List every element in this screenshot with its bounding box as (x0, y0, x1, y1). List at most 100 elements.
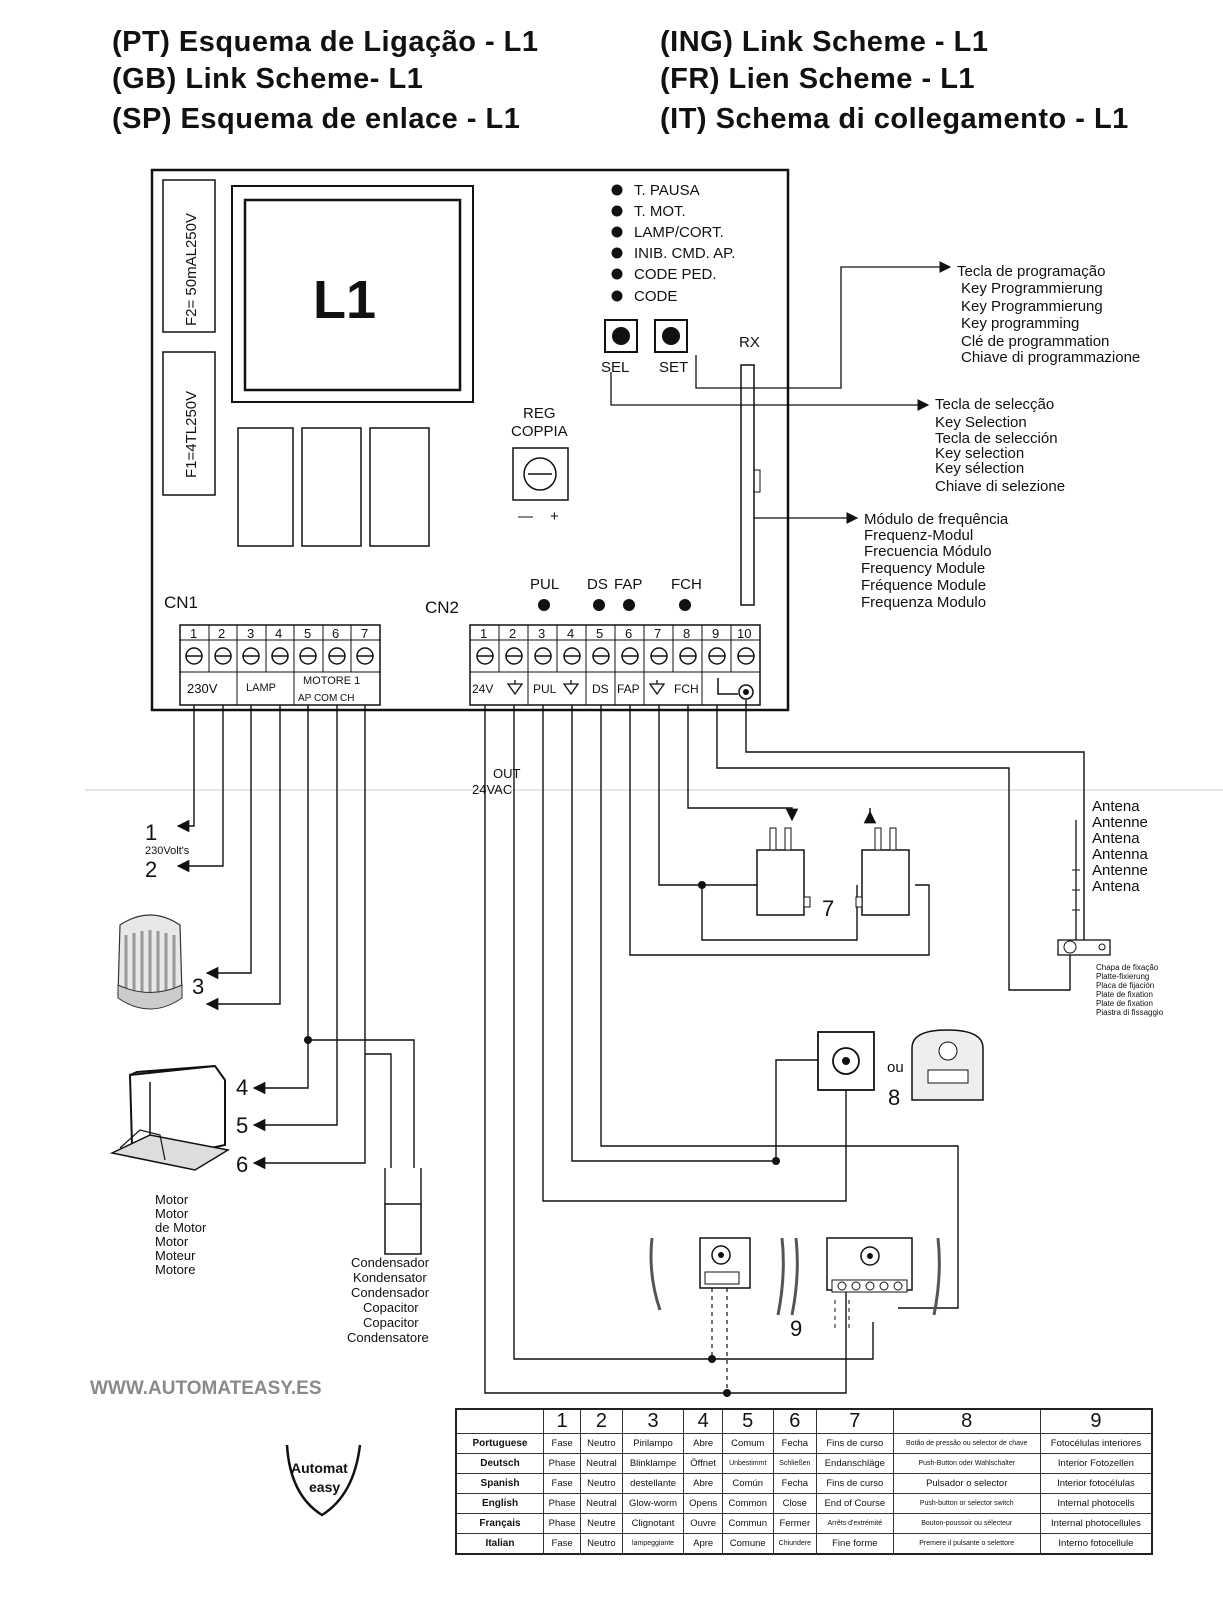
led-pul (538, 599, 550, 611)
svg-text:10: 10 (737, 626, 751, 641)
relay-3 (369, 427, 430, 547)
svg-text:FAP: FAP (614, 576, 642, 593)
svg-text:230Volt's: 230Volt's (145, 845, 190, 857)
svg-text:T. PAUSA: T. PAUSA (634, 182, 700, 199)
svg-text:Frequency Module: Frequency Module (861, 560, 985, 577)
svg-text:Copacitor: Copacitor (363, 1300, 419, 1315)
photocell-transmitter (649, 1237, 799, 1393)
svg-text:FCH: FCH (674, 682, 699, 696)
svg-text:Chiave di selezione: Chiave di selezione (935, 478, 1065, 495)
cn2-terminal-block: 1 2 3 4 5 6 7 8 9 10 24V PUL DS FAP (469, 624, 761, 706)
svg-text:Chiave di programmazione: Chiave di programmazione (961, 349, 1140, 366)
selection-key-callout: Tecla de selecção Key Selection Tecla de… (935, 396, 1065, 495)
motor-label: Motor Motor de Motor Motor Moteur Motore (155, 1192, 207, 1277)
svg-text:de Motor: de Motor (155, 1220, 207, 1235)
svg-text:LAMP/CORT.: LAMP/CORT. (634, 224, 724, 241)
svg-text:PUL: PUL (533, 682, 557, 696)
svg-text:Tecla de programação: Tecla de programação (957, 263, 1105, 280)
svg-text:Key selection: Key selection (935, 445, 1024, 462)
led-fap (623, 599, 635, 611)
svg-text:3: 3 (538, 626, 545, 641)
svg-text:COPPIA: COPPIA (511, 423, 568, 440)
svg-text:8: 8 (888, 1085, 900, 1110)
svg-text:6: 6 (236, 1152, 248, 1177)
svg-text:FAP: FAP (617, 682, 640, 696)
svg-text:Copacitor: Copacitor (363, 1315, 419, 1330)
svg-text:1: 1 (145, 820, 157, 845)
fuse2-label: F2= 50mAL250V (183, 213, 200, 326)
svg-text:230V: 230V (187, 681, 218, 696)
svg-text:Antena: Antena (1092, 830, 1140, 847)
rx-module (740, 364, 755, 606)
svg-text:2: 2 (218, 626, 225, 641)
svg-text:Antenne: Antenne (1092, 814, 1148, 831)
svg-text:8: 8 (683, 626, 690, 641)
cn2-label: CN2 (425, 598, 459, 617)
led-ds (593, 599, 605, 611)
status-led-list: T. PAUSA T. MOT. LAMP/CORT. INIB. CMD. A… (611, 182, 735, 305)
cn1-terminal-block: 1 2 3 4 5 6 7 230V LAMP MOTORE 1 AP COM … (179, 624, 381, 706)
push-button-icon (817, 1031, 875, 1091)
svg-text:Tecla de selecção: Tecla de selecção (935, 396, 1054, 413)
svg-text:Chapa de fixação: Chapa de fixação (1096, 963, 1159, 972)
svg-text:Condensador: Condensador (351, 1255, 430, 1270)
svg-text:Key programming: Key programming (961, 315, 1079, 332)
flashing-lamp-icon (117, 914, 183, 1010)
capacitor-icon (384, 1203, 422, 1255)
svg-text:Platte-fixierung: Platte-fixierung (1096, 972, 1149, 981)
svg-text:7: 7 (361, 626, 368, 641)
automateasy-logo: Automat easy (285, 1444, 362, 1517)
programming-key-callout: Tecla de programação Key Programmierung … (957, 263, 1140, 366)
torque-trimmer (512, 447, 569, 501)
svg-text:4: 4 (567, 626, 574, 641)
svg-text:Módulo de frequência: Módulo de frequência (864, 511, 1009, 528)
svg-text:3: 3 (247, 626, 254, 641)
svg-text:7: 7 (822, 896, 834, 921)
fixing-plate-label: Chapa de fixação Platte-fixierung Placa … (1096, 963, 1164, 1017)
svg-text:6: 6 (332, 626, 339, 641)
svg-text:Moteur: Moteur (155, 1248, 196, 1263)
svg-text:2: 2 (509, 626, 516, 641)
svg-text:Fréquence Module: Fréquence Module (861, 577, 986, 594)
cn1-label: CN1 (164, 593, 198, 612)
svg-text:AP COM CH: AP COM CH (298, 693, 355, 704)
svg-text:Key Programmierung: Key Programmierung (961, 298, 1103, 315)
svg-text:5: 5 (596, 626, 603, 641)
svg-text:Condensatore: Condensatore (347, 1330, 429, 1345)
svg-text:Frecuencia Módulo: Frecuencia Módulo (864, 543, 992, 560)
title-ing: (ING) Link Scheme - L1 (660, 26, 989, 58)
svg-text:CODE PED.: CODE PED. (634, 266, 717, 283)
svg-text:Condensador: Condensador (351, 1285, 430, 1300)
svg-text:Antenna: Antenna (1092, 846, 1149, 863)
title-pt: (PT) Esquema de Ligação - L1 (112, 26, 539, 58)
svg-text:INIB. CMD. AP.: INIB. CMD. AP. (634, 245, 735, 262)
svg-text:5: 5 (304, 626, 311, 641)
svg-text:Motor: Motor (155, 1192, 189, 1207)
svg-text:6: 6 (625, 626, 632, 641)
website-label: WWW.AUTOMATEASY.ES (90, 1378, 322, 1399)
svg-text:Motor: Motor (155, 1206, 189, 1221)
limit-switch-1 (756, 827, 811, 916)
set-callout-line (695, 261, 952, 389)
svg-text:4: 4 (275, 626, 282, 641)
svg-text:Motor: Motor (155, 1234, 189, 1249)
transformer (243, 198, 462, 392)
sel-callout-line (610, 372, 930, 411)
svg-text:Antena: Antena (1092, 798, 1140, 815)
svg-text:Frequenza Modulo: Frequenza Modulo (861, 594, 986, 611)
svg-text:Antena: Antena (1092, 878, 1140, 895)
svg-text:—: — (518, 508, 533, 525)
antenna-icon (1057, 820, 1111, 956)
svg-text:9: 9 (790, 1316, 802, 1341)
svg-text:CODE: CODE (634, 288, 677, 305)
svg-text:ou: ou (887, 1059, 904, 1076)
fuse1-box (162, 351, 216, 496)
svg-text:Frequenz-Modul: Frequenz-Modul (864, 527, 973, 544)
svg-text:DS: DS (592, 682, 609, 696)
